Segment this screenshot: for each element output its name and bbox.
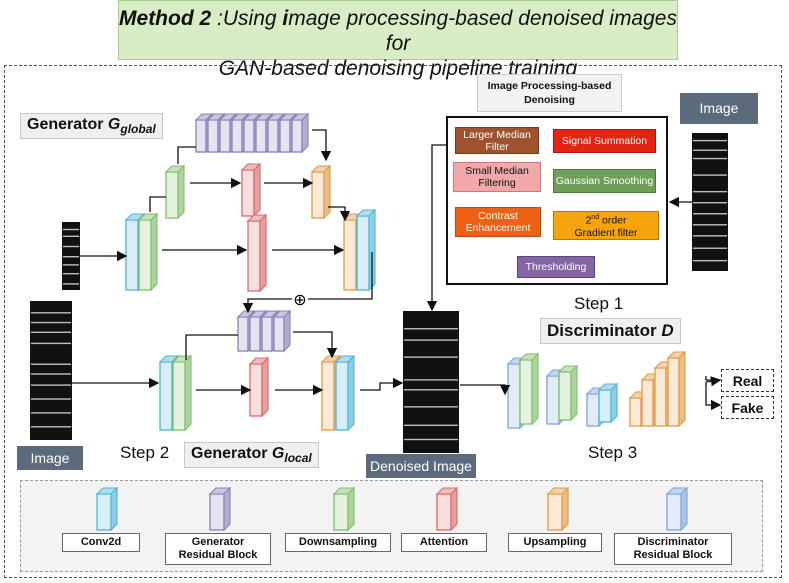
ip-title: Image Processing-based Denoising (477, 74, 622, 112)
signal-summation-node: Signal Summation (553, 129, 656, 153)
image-label-bottom: Image (17, 446, 83, 470)
method-label: Method 2 (119, 7, 212, 30)
legend-icon-upsampling (546, 486, 570, 532)
legend-label: Discriminator Residual Block (614, 533, 732, 565)
network-blocks (124, 112, 687, 432)
downsampling-block (557, 364, 579, 422)
downsampling-block (518, 352, 540, 426)
local-input-image (30, 301, 72, 440)
gradient-filter-node: 2nd order Gradient filter (553, 211, 659, 240)
downsampling-block (164, 164, 186, 220)
legend-label: Generator Residual Block (165, 533, 271, 565)
larger-median-node: Larger Median Filter (455, 127, 539, 154)
thresholding-node: Thresholding (517, 256, 595, 278)
contrast-enhancement-node: Contrast Enhancement (455, 207, 541, 237)
signal-images (30, 133, 728, 453)
denoised-image (403, 311, 459, 453)
gaussian-smoothing-node: Gaussian Smoothing (553, 169, 656, 193)
attention-block (246, 213, 268, 293)
legend-label: Upsampling (508, 533, 602, 552)
image-label-top: Image (680, 93, 758, 124)
attention-block (240, 162, 262, 218)
conv-block (334, 354, 356, 432)
conv-block (597, 382, 619, 424)
legend-icon-generator-residual-block (208, 486, 232, 532)
legend-label: Conv2d (62, 533, 140, 552)
conv-block (355, 208, 377, 292)
ip-input-image (692, 133, 728, 271)
pipeline-frame (4, 65, 782, 578)
sum-operator-icon: ⊕ (293, 290, 306, 309)
step3-label: Step 3 (588, 443, 638, 462)
generator-global-label: Generator Gglobal (20, 113, 163, 140)
generator-local-label: Generator Glocal (184, 442, 319, 469)
legend-label: Downsampling (285, 533, 391, 552)
step2-label: Step 2 (120, 443, 170, 462)
attention-block (248, 356, 270, 418)
output-fake: Fake (721, 396, 774, 419)
denoised-image-label: Denoised Image (366, 454, 476, 478)
output-real: Real (721, 369, 774, 392)
discriminator-label: Discriminator D (540, 318, 681, 344)
step1-label: Step 1 (574, 294, 624, 313)
legend-icon-discriminator-residual-block (665, 486, 689, 532)
legend-icon-attention (435, 486, 459, 532)
residual-block (272, 309, 292, 353)
residual-block (290, 112, 310, 154)
legend-icon-downsampling (332, 486, 356, 532)
input-signal-image (62, 222, 80, 290)
legend-icon-conv2d (95, 486, 119, 532)
connection-arrows (72, 129, 722, 411)
upsampling-block (310, 164, 332, 220)
downsampling-block (137, 212, 159, 292)
upsampling-block (666, 350, 687, 428)
legend-label: Attention (401, 533, 487, 552)
small-median-node: Small Median Filtering (453, 162, 541, 192)
